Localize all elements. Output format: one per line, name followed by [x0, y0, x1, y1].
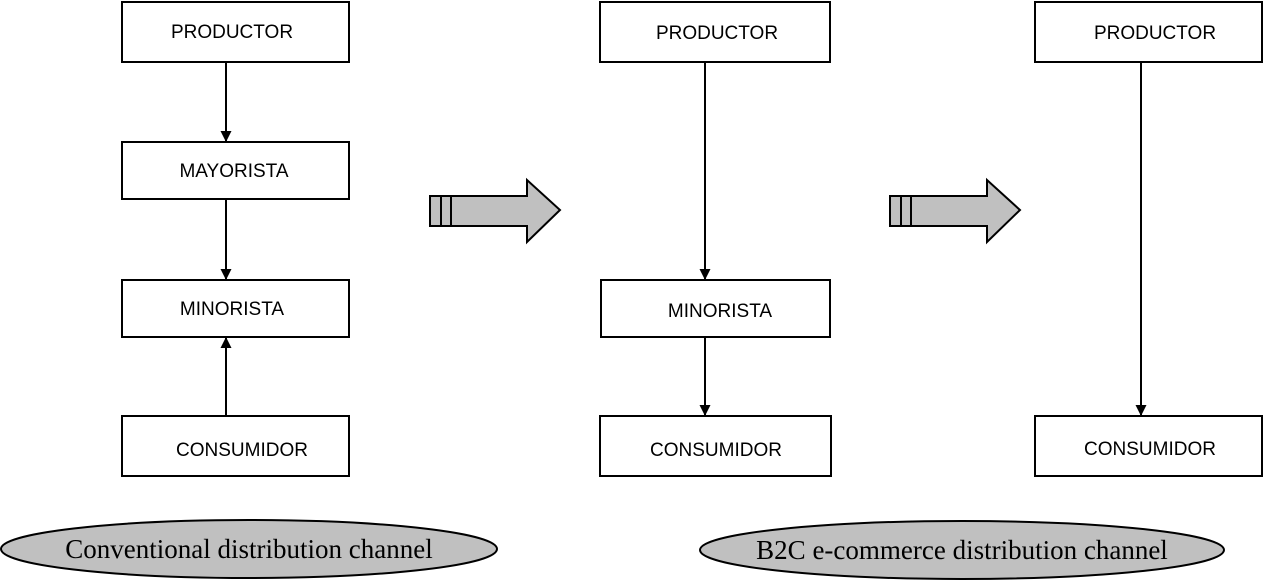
b2c-direct-column: PRODUCTOR CONSUMIDOR — [1034, 1, 1263, 477]
conventional-caption: Conventional distribution channel — [0, 519, 498, 579]
conventional-caption-oval — [0, 519, 498, 579]
b2c-caption: B2C e-commerce distribution channel — [699, 520, 1225, 580]
b2c-retail-productor-label: PRODUCTOR — [656, 23, 778, 44]
b2c-caption-oval — [699, 520, 1225, 580]
conventional-mayorista-box — [121, 141, 350, 200]
b2c-retail-consumidor-box — [599, 415, 832, 477]
b2c-direct-consumidor-label: CONSUMIDOR — [1084, 439, 1216, 460]
conventional-productor-label: PRODUCTOR — [171, 22, 293, 43]
b2c-retail-column: PRODUCTOR MINORISTA CONSUMIDOR — [599, 1, 832, 477]
conventional-consumidor-box — [121, 415, 350, 477]
conventional-productor-box — [121, 1, 350, 63]
b2c-direct-productor-box — [1034, 1, 1263, 63]
conventional-mayorista-label: MAYORISTA — [179, 161, 288, 182]
transition-arrow-1 — [429, 177, 562, 245]
b2c-caption-label: B2C e-commerce distribution channel — [756, 535, 1168, 565]
conventional-caption-label: Conventional distribution channel — [65, 534, 432, 564]
b2c-retail-minorista-label: MINORISTA — [668, 301, 772, 322]
b2c-direct-consumidor-box — [1034, 415, 1263, 477]
b2c-retail-consumidor-label: CONSUMIDOR — [650, 440, 782, 461]
b2c-retail-minorista-box — [600, 279, 831, 338]
conventional-minorista-box — [121, 279, 350, 338]
b2c-retail-productor-box — [599, 1, 831, 63]
b2c-direct-productor-label: PRODUCTOR — [1094, 23, 1216, 44]
conventional-column: PRODUCTOR MAYORISTA MINORISTA CONSUMIDOR — [121, 1, 350, 477]
conventional-consumidor-label: CONSUMIDOR — [176, 440, 308, 461]
transition-arrow-2 — [889, 177, 1022, 245]
conventional-minorista-label: MINORISTA — [180, 299, 284, 320]
